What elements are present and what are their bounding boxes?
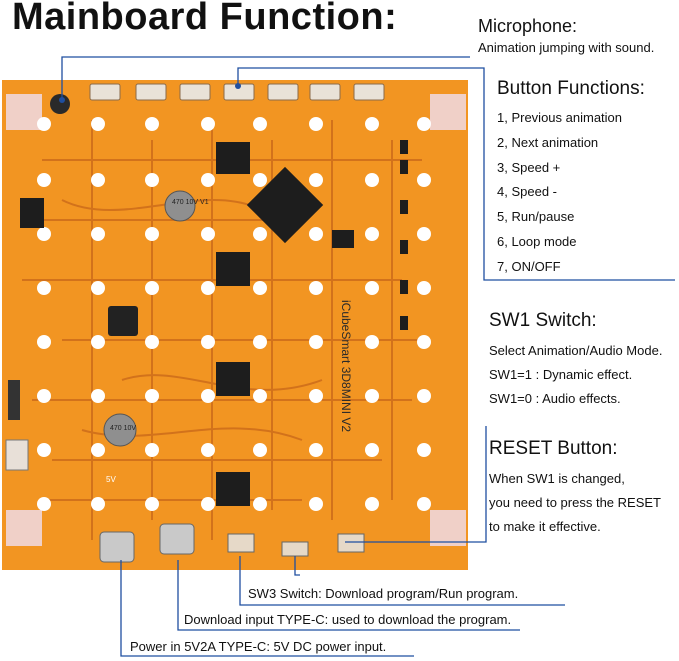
mount-pad-tr <box>430 94 466 130</box>
pin-header <box>8 380 20 420</box>
list-item: 3, Speed + <box>497 159 561 175</box>
list-item: 7, ON/OFF <box>497 258 561 274</box>
mount-pad-br <box>430 510 466 546</box>
reset-line-2: you need to press the RESET <box>489 495 661 510</box>
reset-heading: RESET Button: <box>489 438 618 459</box>
power-desc: Power in 5V2A TYPE-C: 5V DC power input. <box>130 639 387 654</box>
microphone-heading: Microphone: <box>478 16 578 36</box>
list-item: 1, Previous animation <box>497 110 623 125</box>
mount-pad-bl <box>6 510 42 546</box>
list-item: 2, Next animation <box>497 134 599 150</box>
microphone-desc: Animation jumping with sound. <box>478 40 655 55</box>
capacitor-c1 <box>164 190 196 222</box>
mount-pad-tl <box>6 94 42 130</box>
sw1-line-1: Select Animation/Audio Mode. <box>489 343 663 358</box>
brand-label: iCubeSmart 3D8MINI V2 <box>339 300 353 432</box>
list-item: 5, Run/pause <box>497 209 575 225</box>
top-buttons <box>89 83 385 101</box>
sw3-switch <box>227 533 255 553</box>
sw1-line-2: SW1=1 : Dynamic effect. <box>489 367 633 382</box>
vlabel: 5V <box>106 475 116 484</box>
sw3-desc: SW3 Switch: Download program/Run program… <box>248 586 519 601</box>
microphone-component <box>50 94 70 114</box>
list-item: 6, Loop mode <box>497 233 577 249</box>
button-functions-list: 1, Previous animation 2, Next animation … <box>497 110 622 284</box>
cap-label: 470 10V V1 <box>172 199 209 206</box>
cap2-label: 470 10V <box>110 425 136 432</box>
list-item: 4, Speed - <box>497 184 557 200</box>
capacitor-c29 <box>103 413 137 447</box>
download-desc: Download input TYPE-C: used to download … <box>184 612 512 627</box>
reset-button <box>337 533 365 553</box>
power-usb-c-port <box>99 531 135 563</box>
sw1-line-3: SW1=0 : Audio effects. <box>489 391 621 406</box>
battery-connector <box>5 439 29 471</box>
reset-line-1: When SW1 is changed, <box>489 471 625 486</box>
button-functions-heading: Button Functions: <box>497 78 645 99</box>
right-switches <box>400 140 408 330</box>
sw1-heading: SW1 Switch: <box>489 310 597 331</box>
reset-line-3: to make it effective. <box>489 519 601 534</box>
mainboard-image: 470 10V V1 470 10V iCubeSmart 3D8MINI V2… <box>2 80 468 570</box>
inductor-r11 <box>108 306 138 336</box>
led-pad-grid <box>37 117 431 511</box>
page-title: Mainboard Function: <box>12 0 398 38</box>
download-usb-c-port <box>159 523 195 555</box>
